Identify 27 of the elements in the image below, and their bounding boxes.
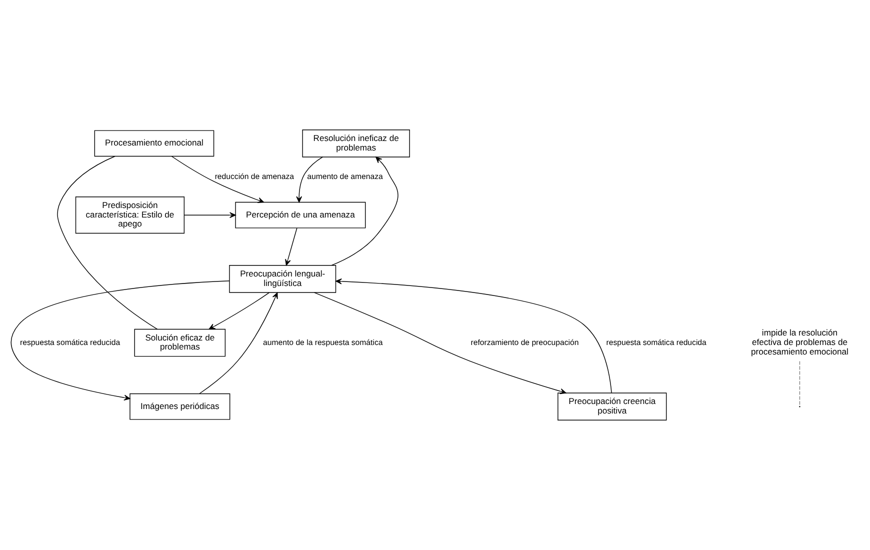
arrow <box>208 292 270 330</box>
arrow <box>314 292 566 394</box>
edge-label: reducción de amenaza <box>214 172 294 181</box>
edge-label: respuesta somática reducida <box>606 338 706 347</box>
arrow <box>285 228 298 266</box>
arrow <box>184 212 236 218</box>
node-box: Resolución ineficaz de problemas <box>302 130 410 158</box>
arrow <box>199 292 278 394</box>
edge-label: aumento de la respuesta somática <box>263 338 383 347</box>
edge-label: reforzamiento de preocupación <box>470 338 579 347</box>
node-box: Solución eficaz de problemas <box>134 328 226 357</box>
arrow <box>171 156 264 204</box>
arrow <box>296 156 324 203</box>
connector <box>799 360 800 406</box>
node-box: Percepción de una amenaza <box>235 202 366 228</box>
node-box: Predisposición característica: Estilo de apego <box>75 196 185 234</box>
arrow <box>335 278 612 394</box>
edge-label: aumento de amenaza <box>307 172 383 181</box>
arrow <box>331 156 398 266</box>
node-text: impide la resolución efectiva de problemas de procesamiento emocional <box>751 328 848 356</box>
edge-label: respuesta somática reducida <box>20 338 120 347</box>
connector <box>57 156 158 330</box>
node-box: Procesamiento emocional <box>94 130 214 157</box>
node-box: Preocupación creencia positiva <box>558 392 667 420</box>
node-box: Preocupación lengual-lingüística <box>229 265 336 293</box>
node-box: Imágenes periódicas <box>130 393 230 420</box>
arrow <box>10 280 230 401</box>
